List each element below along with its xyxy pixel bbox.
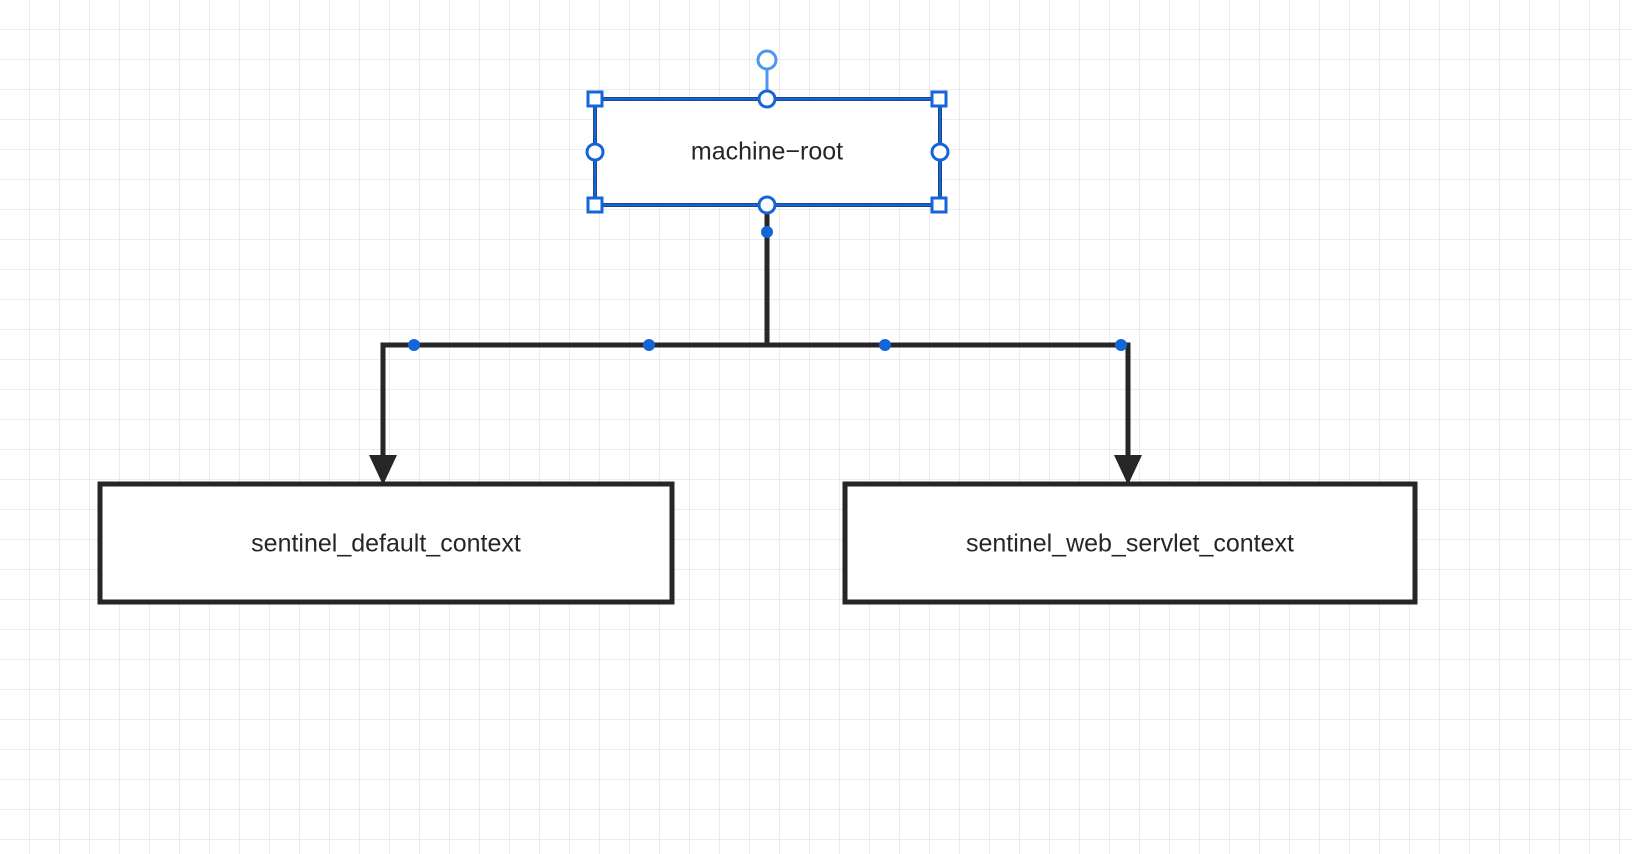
waypoint-dot-left-mid[interactable] [643,339,655,351]
arrowhead-left [369,455,397,485]
rotate-handle[interactable] [756,49,778,71]
resize-handle-top-left[interactable] [586,90,604,108]
node-shape-sentinel-default-context[interactable] [97,481,675,605]
waypoint-dot-right-mid[interactable] [879,339,891,351]
edge-path-left[interactable] [380,205,770,462]
selection-overlay-machine-root[interactable] [585,49,950,215]
resize-handle-middle-left[interactable] [585,142,605,162]
node-sentinel-default-context[interactable]: sentinel_default_context [97,481,675,605]
node-label-sentinel-default-context: sentinel_default_context [251,530,521,558]
resize-handle-bottom-left[interactable] [586,196,604,214]
resize-handle-top-center[interactable] [757,89,777,109]
resize-handle-top-right[interactable] [930,90,948,108]
resize-handle-bottom-right[interactable] [930,196,948,214]
node-machine-root[interactable]: machine−root [593,97,942,207]
node-shape-sentinel-web-servlet-context[interactable] [842,481,1418,605]
edge-root-to-default[interactable] [369,205,770,485]
edge-waypoint-handles[interactable] [408,226,1127,351]
waypoint-dot-right-corner[interactable] [1115,339,1127,351]
edge-path-right[interactable] [764,205,1131,462]
node-label-machine-root: machine−root [691,138,843,166]
resize-handle-bottom-center[interactable] [757,195,777,215]
waypoint-dot-left-corner[interactable] [408,339,420,351]
node-label-sentinel-web-servlet-context: sentinel_web_servlet_context [966,530,1294,558]
edge-root-to-web-servlet[interactable] [764,205,1142,485]
waypoint-dot-source[interactable] [761,226,773,238]
resize-handle-middle-right[interactable] [930,142,950,162]
node-sentinel-web-servlet-context[interactable]: sentinel_web_servlet_context [842,481,1418,605]
arrowhead-right [1114,455,1142,485]
